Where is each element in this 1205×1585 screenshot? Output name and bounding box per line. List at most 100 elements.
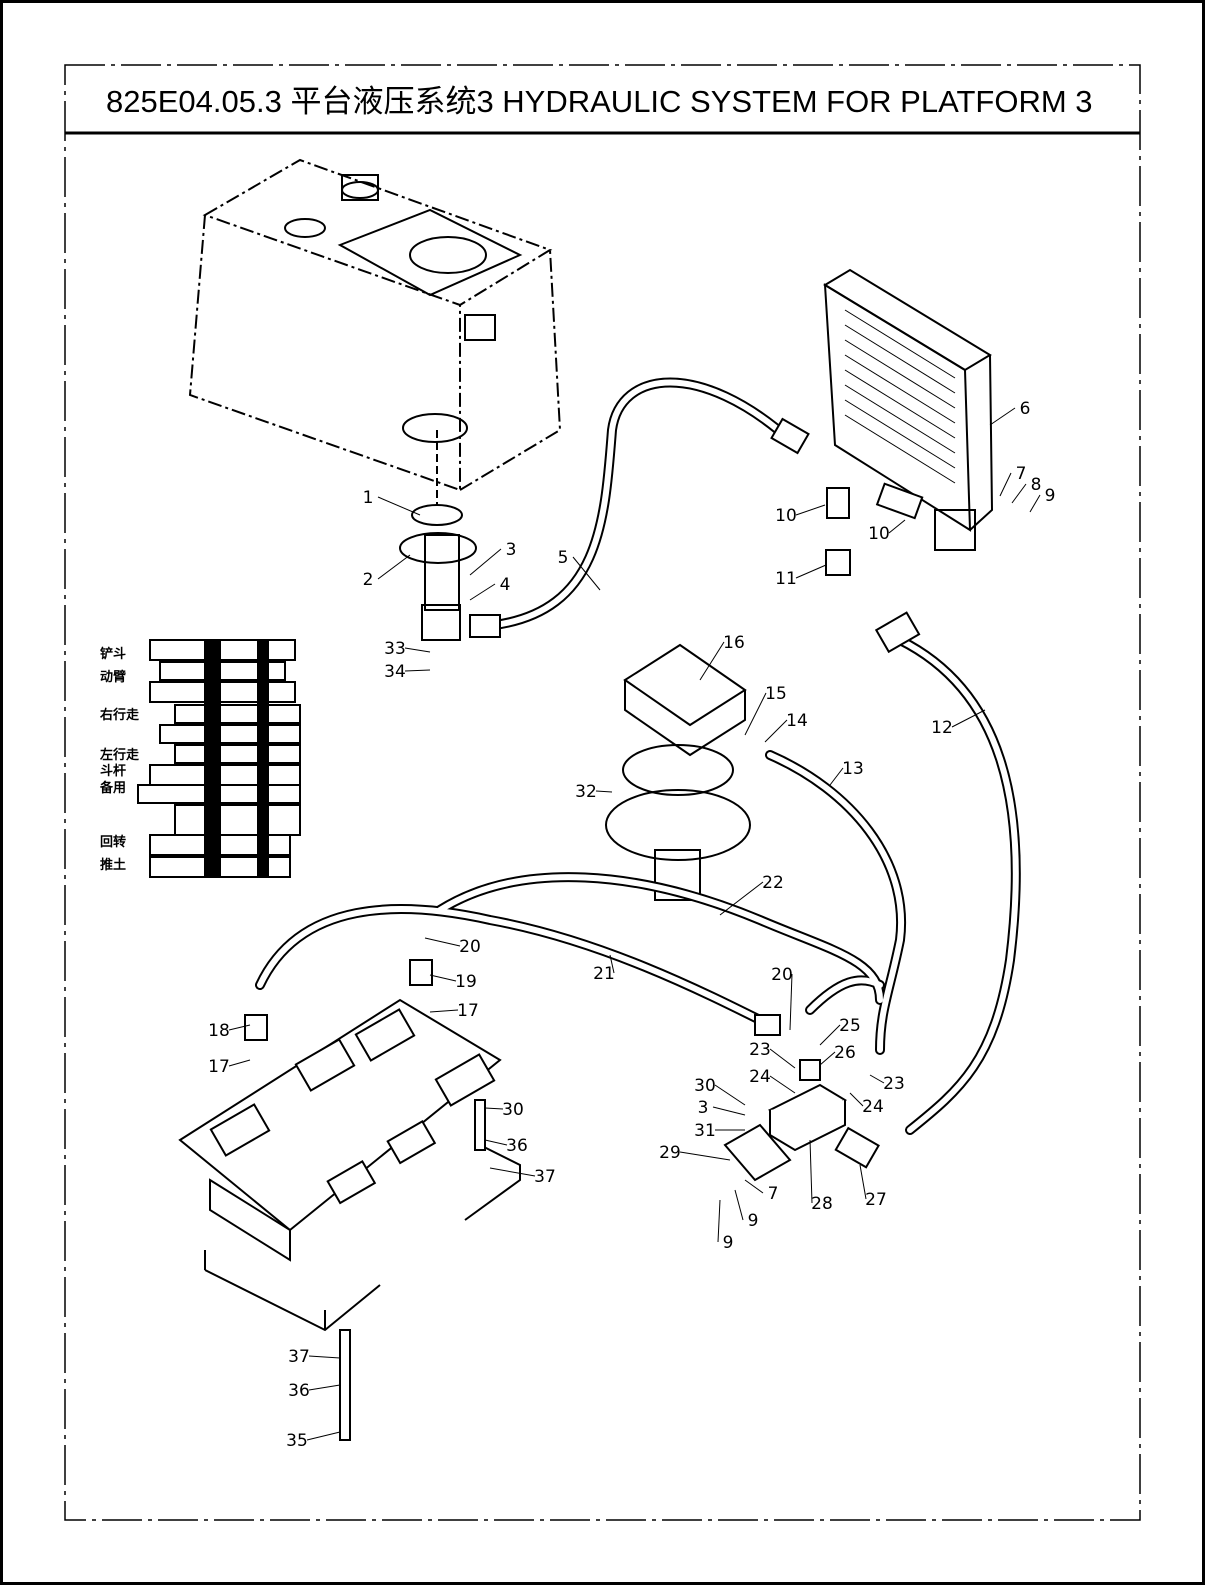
leader-line bbox=[769, 1048, 796, 1069]
callout-label: 20 bbox=[459, 937, 481, 957]
callout-label: 19 bbox=[455, 972, 477, 992]
valve-function-label: 斗杆 bbox=[100, 764, 127, 779]
leader-line bbox=[679, 1151, 731, 1161]
leader-line bbox=[734, 1189, 744, 1221]
leader-line bbox=[308, 1355, 341, 1359]
leader-line bbox=[469, 583, 496, 601]
hoses-inner bbox=[257, 379, 1019, 1133]
callout-label: 24 bbox=[749, 1067, 771, 1087]
callout-label: 35 bbox=[286, 1431, 308, 1451]
leader-line bbox=[306, 1431, 341, 1441]
leader-line bbox=[829, 767, 844, 786]
callout-label: 23 bbox=[749, 1040, 771, 1060]
callout-label: 24 bbox=[862, 1097, 884, 1117]
leader-line bbox=[999, 472, 1012, 497]
valve-function-label: 左行走 bbox=[100, 748, 140, 763]
leader-line bbox=[308, 1384, 341, 1391]
leader-line bbox=[1029, 494, 1041, 513]
leader-line bbox=[789, 973, 793, 1031]
callout-label: 34 bbox=[384, 662, 406, 682]
valve-function-diagram bbox=[137, 639, 301, 878]
callout-label: 7 bbox=[768, 1184, 779, 1204]
callout-label: 17 bbox=[457, 1001, 479, 1021]
leader-line bbox=[1011, 483, 1027, 504]
callout-label: 30 bbox=[502, 1100, 524, 1120]
callout-label: 20 bbox=[771, 965, 793, 985]
valve-function-label: 铲斗 bbox=[100, 647, 127, 662]
valve-function-label: 推土 bbox=[100, 858, 127, 873]
leader-line bbox=[484, 1107, 504, 1110]
callout-label: 25 bbox=[839, 1016, 861, 1036]
leader-line bbox=[719, 881, 764, 916]
leader-line bbox=[795, 504, 826, 516]
callout-label: 37 bbox=[288, 1347, 310, 1367]
leader-line bbox=[572, 556, 601, 591]
leader-line bbox=[819, 1024, 841, 1046]
hydraulic-tank bbox=[188, 158, 562, 492]
leader-line bbox=[809, 1139, 813, 1204]
leader-line bbox=[429, 974, 457, 982]
callout-label: 21 bbox=[593, 964, 615, 984]
leader-line bbox=[609, 954, 615, 974]
callout-label: 8 bbox=[1031, 475, 1042, 495]
leader-line bbox=[712, 1106, 746, 1116]
callout-label: 4 bbox=[500, 575, 511, 595]
callout-label: 10 bbox=[775, 506, 797, 526]
swing-motor bbox=[605, 643, 751, 901]
leader-line bbox=[228, 1059, 251, 1067]
callout-label: 3 bbox=[698, 1098, 709, 1118]
callout-label: 30 bbox=[694, 1076, 716, 1096]
leader-line bbox=[989, 407, 1016, 426]
callout-label: 15 bbox=[765, 684, 787, 704]
callout-label: 2 bbox=[363, 570, 374, 590]
callout-label: 36 bbox=[506, 1136, 528, 1156]
valve-function-label: 右行走 bbox=[100, 708, 140, 723]
leader-line bbox=[228, 1024, 251, 1031]
fittings bbox=[244, 417, 924, 1441]
callout-label: 6 bbox=[1020, 399, 1031, 419]
callout-label: 16 bbox=[723, 633, 745, 653]
callout-label: 5 bbox=[558, 548, 569, 568]
main-control-valve bbox=[178, 998, 502, 1262]
inner-frame bbox=[64, 64, 1141, 1521]
callout-label: 32 bbox=[575, 782, 597, 802]
leader-line bbox=[888, 519, 906, 534]
leader-line bbox=[429, 1009, 459, 1013]
leader-line bbox=[714, 1084, 746, 1106]
callout-label: 14 bbox=[786, 711, 808, 731]
oil-cooler bbox=[823, 268, 994, 551]
leader-line bbox=[469, 548, 502, 576]
leader-line bbox=[699, 641, 725, 681]
leader-line bbox=[849, 1092, 864, 1107]
callout-label: 18 bbox=[208, 1021, 230, 1041]
callout-label: 9 bbox=[748, 1211, 759, 1231]
callout-label: 22 bbox=[762, 873, 784, 893]
callout-label: 29 bbox=[659, 1143, 681, 1163]
callout-label: 7 bbox=[1016, 464, 1027, 484]
leader-line bbox=[489, 1167, 536, 1177]
callout-label: 11 bbox=[775, 569, 797, 589]
callout-label: 12 bbox=[931, 718, 953, 738]
callout-label: 9 bbox=[1045, 486, 1056, 506]
leader-line bbox=[717, 1199, 721, 1243]
callout-label: 1 bbox=[363, 488, 374, 508]
leader-line bbox=[484, 1139, 508, 1146]
valve-function-label: 回转 bbox=[100, 835, 127, 850]
callout-label: 37 bbox=[534, 1167, 556, 1187]
leader-line bbox=[795, 564, 827, 579]
leader-line bbox=[769, 1075, 796, 1094]
callout-label: 36 bbox=[288, 1381, 310, 1401]
suction-pipe bbox=[399, 430, 477, 641]
leader-line bbox=[869, 1074, 885, 1084]
valve-function-label: 动臂 bbox=[100, 670, 127, 685]
valve-function-label: 备用 bbox=[100, 781, 127, 796]
callouts: 1234533346789101011121615141332222019171… bbox=[208, 399, 1055, 1451]
leader-line bbox=[404, 647, 431, 653]
callout-label: 27 bbox=[865, 1190, 887, 1210]
callout-label: 10 bbox=[868, 524, 890, 544]
callout-label: 26 bbox=[834, 1043, 856, 1063]
leader-line bbox=[404, 669, 431, 672]
mounting-plate bbox=[204, 1144, 521, 1332]
